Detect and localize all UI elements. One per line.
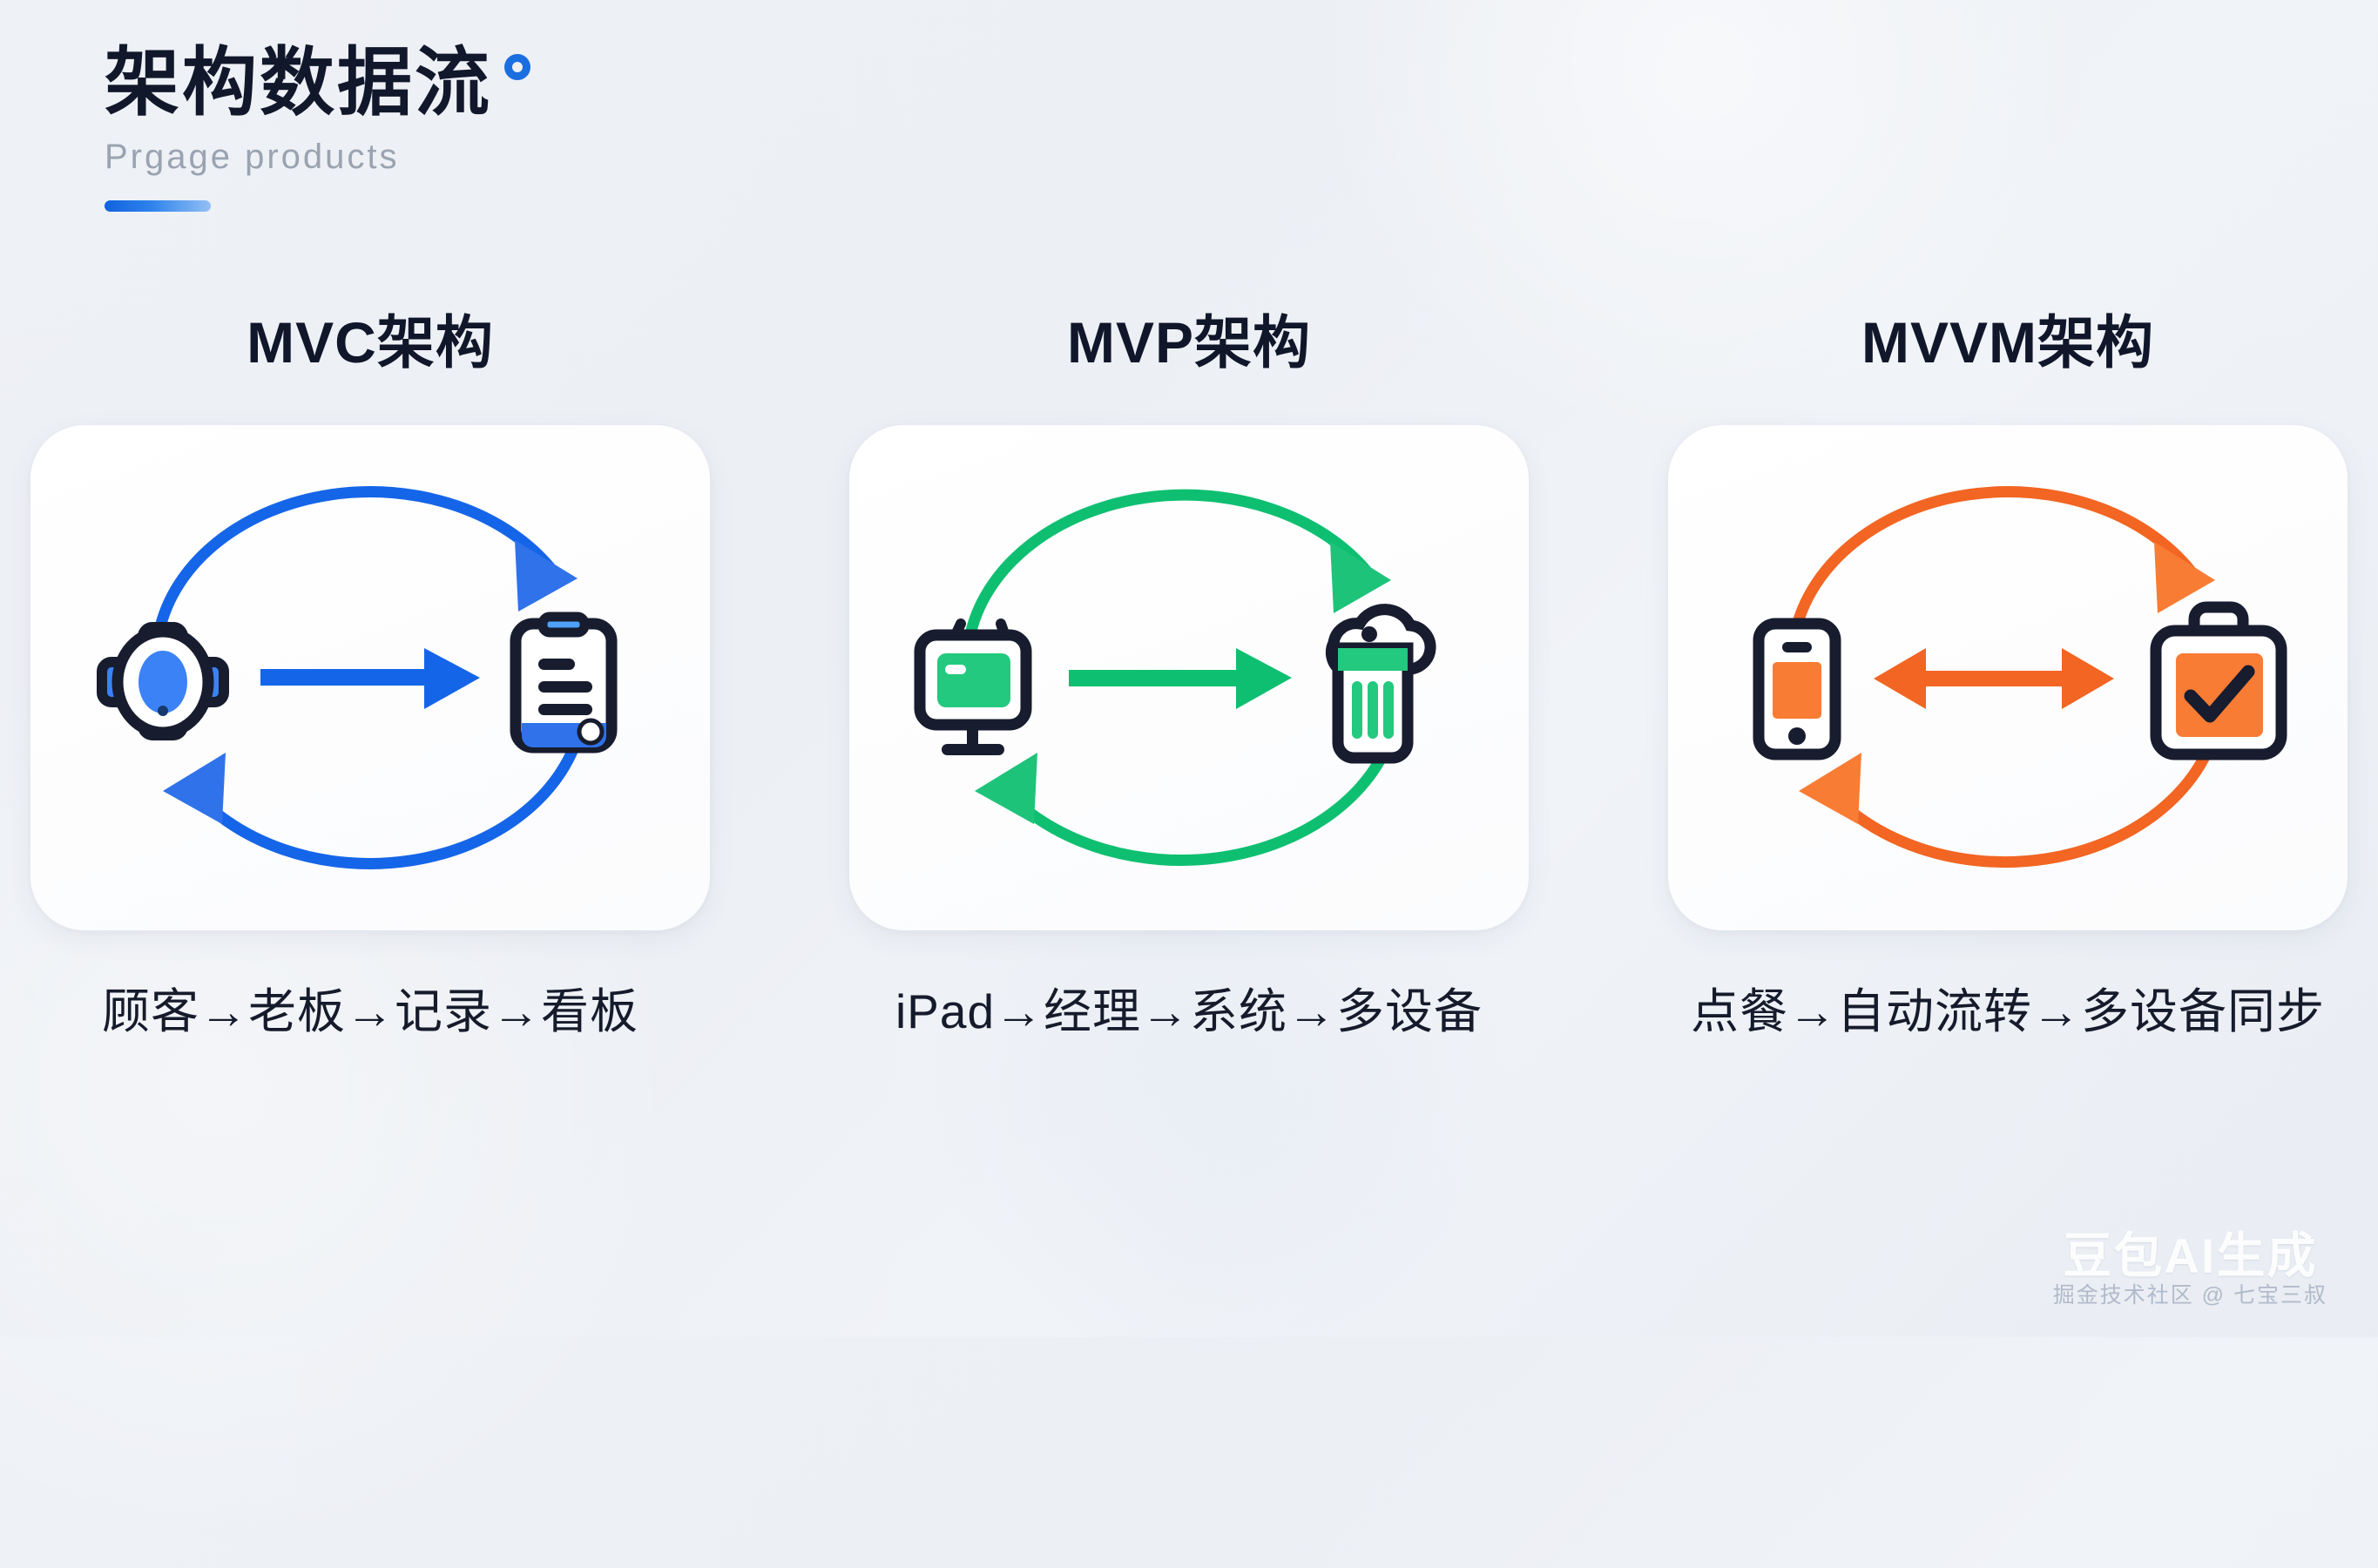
- watermark-sub-text: 掘金技术社区 @ 七宝三叔: [2052, 1282, 2327, 1308]
- diagram-card-mvvm: [1668, 425, 2348, 930]
- smartphone-icon: [1753, 618, 1841, 760]
- column-title-mvc: MVC架构: [247, 310, 494, 375]
- curved-arrow-clockwise-icon: [965, 489, 1391, 637]
- ring-dot-icon: [504, 54, 530, 80]
- arrow-left-right-icon: [1874, 648, 2114, 709]
- round-table-icon: [97, 622, 229, 740]
- monitor-screen-icon: [914, 618, 1032, 755]
- page-title: 架构数据流: [105, 41, 492, 125]
- bag-check-icon: [2150, 601, 2287, 760]
- column-title-mvvm: MVVM架构: [1861, 310, 2154, 375]
- architecture-column-mvp: MVP架构: [849, 314, 1529, 1036]
- curved-arrow-clockwise-icon: [153, 486, 578, 637]
- arrow-right-icon: [1069, 648, 1292, 709]
- arrow-right-icon: [260, 648, 480, 709]
- column-title-mvp: MVP架构: [1066, 310, 1312, 375]
- architecture-column-mvvm: MVVM架构: [1668, 314, 2348, 1036]
- architecture-column-mvc: MVC架构: [30, 314, 710, 1036]
- curved-arrow-counterclockwise-icon: [975, 719, 1401, 867]
- clipboard-document-icon: [510, 612, 618, 754]
- curved-arrow-clockwise-icon: [1789, 486, 2215, 639]
- curved-arrow-counterclockwise-icon: [163, 719, 587, 869]
- page-subtitle: Prgage products: [105, 138, 400, 176]
- title-row: 架构数据流: [105, 45, 530, 120]
- watermark-main-text: 豆包AI生成: [2063, 1227, 2318, 1283]
- curved-arrow-counterclockwise-icon: [1799, 719, 2223, 868]
- diagram-card-mvc: [30, 425, 710, 930]
- diagram-card-mvp: [849, 425, 1529, 930]
- page-header: 架构数据流 Prgage products: [105, 45, 530, 212]
- beer-mug-icon: [1325, 604, 1436, 764]
- architecture-cards-row: MVC架构: [0, 314, 2378, 1036]
- column-caption-mvp: iPad→经理→系统→多设备: [895, 984, 1483, 1038]
- column-caption-mvc: 顾客→老板→记录→看板: [101, 984, 638, 1038]
- accent-underline-bar: [105, 200, 211, 212]
- watermark: 豆包AI生成 掘金技术社区 @ 七宝三叔: [2052, 1227, 2327, 1308]
- column-caption-mvvm: 点餐→自动流转→多设备同步: [1690, 984, 2325, 1038]
